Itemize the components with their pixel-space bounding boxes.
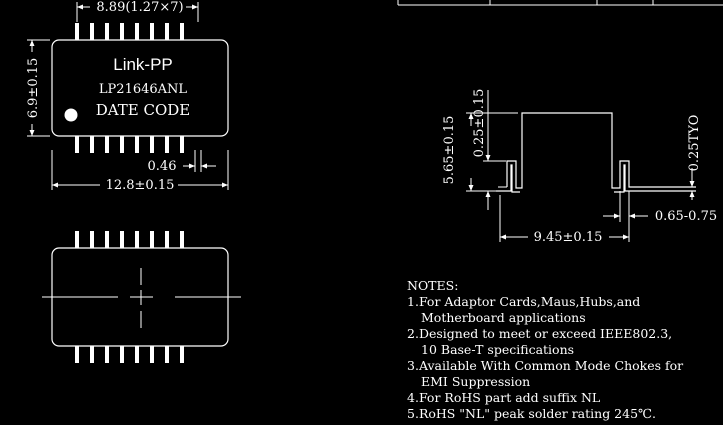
standoff-dim-text: 0.25±0.15: [472, 89, 487, 158]
length-dimension: 12.8±0.15: [51, 150, 229, 193]
note-text: For Adaptor Cards,Maus,Hubs,and: [418, 294, 641, 309]
width-dim-text: 6.9±0.15: [26, 58, 41, 119]
note-text: Available With Common Mode Chokes for: [418, 358, 684, 373]
pin-width-dimension: 0.46: [148, 150, 216, 174]
top-view-pins-bottom: [75, 136, 184, 153]
note-item: 3.Available With Common Mode Chokes for: [407, 358, 719, 374]
top-view-body: [51, 39, 229, 137]
note-text: For RoHS part add suffix NL: [418, 390, 601, 405]
foot-dim-text: 0.65-0.75: [655, 209, 717, 224]
length-dim-text: 12.8±0.15: [106, 178, 175, 193]
height-dim-text: 5.65±0.15: [442, 116, 457, 185]
note-item: 5.RoHS "NL" peak solder rating 245℃.: [407, 406, 719, 422]
note-item: 2.Designed to meet or exceed IEEE802.3,: [407, 326, 719, 342]
note-item: 4.For RoHS part add suffix NL: [407, 390, 719, 406]
note-text: Designed to meet or exceed IEEE802.3,: [418, 326, 673, 341]
span-dimension: 9.45±0.15: [499, 195, 630, 245]
note-number: 1.: [407, 294, 419, 309]
part-number-label: LP21646ANL: [99, 82, 187, 97]
title-block-fragment: [397, 0, 723, 6]
date-code-label: DATE CODE: [96, 101, 191, 119]
bottom-view: [42, 231, 241, 363]
brand-label: Link-PP: [113, 55, 173, 74]
bottom-view-pins-top: [75, 231, 184, 248]
pitch-dimension: 8.89(1.27×7): [76, 0, 199, 22]
pin1-marker-icon: [64, 108, 78, 122]
lead-thickness-dim-text: 0.25TYO: [687, 115, 702, 172]
notes-block: NOTES: 1.For Adaptor Cards,Maus,Hubs,and…: [407, 278, 719, 422]
width-dimension: 6.9±0.15: [26, 39, 50, 137]
top-view-pins-top: [75, 23, 184, 40]
side-view-profile: [506, 112, 696, 189]
standoff-dimension: 0.25±0.15: [472, 89, 506, 210]
bottom-view-centerlines: [42, 268, 241, 328]
side-view: 5.65±0.15 0.25±0.15 0.25TYO 0: [442, 89, 717, 245]
note-item: 1.For Adaptor Cards,Maus,Hubs,and: [407, 294, 719, 310]
note-text: RoHS "NL" peak solder rating 245℃.: [418, 406, 656, 421]
notes-title: NOTES:: [407, 278, 459, 293]
pitch-dim-text: 8.89(1.27×7): [96, 0, 183, 15]
note-number: 2.: [407, 326, 419, 341]
note-number: 4.: [407, 390, 419, 405]
note-continuation: 10 Base-T specifications: [421, 342, 575, 357]
note-continuation: EMI Suppression: [421, 374, 531, 389]
note-number: 5.: [407, 406, 419, 421]
lead-thickness-dimension: 0.25TYO: [687, 115, 702, 200]
bottom-view-pins-bottom: [75, 346, 184, 363]
height-dimension: 5.65±0.15: [442, 112, 518, 192]
span-dim-text: 9.45±0.15: [534, 230, 603, 245]
foot-dimension: 0.65-0.75: [603, 191, 717, 224]
note-continuation: Motherboard applications: [421, 310, 586, 325]
pin-width-dim-text: 0.46: [148, 159, 177, 174]
top-view: Link-PP LP21646ANL DATE CODE 8.89(1.27×7…: [26, 0, 229, 193]
note-number: 3.: [407, 358, 419, 373]
